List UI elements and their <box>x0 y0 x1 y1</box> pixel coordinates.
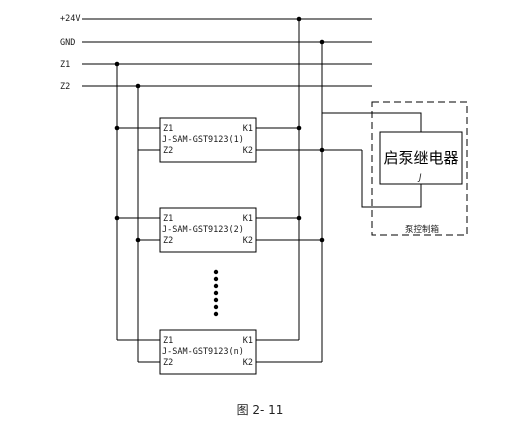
bus-label-z1: Z1 <box>60 60 70 70</box>
k2-to-relay-wire <box>361 150 422 208</box>
module-n-k2: K2 <box>243 358 253 368</box>
module-2-k1: K1 <box>243 214 253 224</box>
module-1-box <box>159 117 257 163</box>
module-1-model: J-SAM-GST9123(1) <box>162 135 244 145</box>
module-n-k1: K1 <box>243 336 253 346</box>
module-1-k2: K2 <box>243 146 253 156</box>
continuation-dots <box>213 269 219 317</box>
module-2-model: J-SAM-GST9123(2) <box>162 225 244 235</box>
module-1-z1: Z1 <box>163 124 173 134</box>
module-2-z2: Z2 <box>163 236 173 246</box>
relay-contact-label: J <box>417 173 422 183</box>
module-2: Z1 K1 J-SAM-GST9123(2) Z2 K2 <box>159 207 257 253</box>
module-1: Z1 K1 J-SAM-GST9123(1) Z2 K2 <box>159 117 257 163</box>
module-2-k2: K2 <box>243 236 253 246</box>
module-n-box <box>159 329 257 375</box>
module-2-z1: Z1 <box>163 214 173 224</box>
risers <box>116 19 323 362</box>
cabinet-label: 泵控制箱 <box>405 224 440 235</box>
module-n-model: J-SAM-GST9123(n) <box>162 347 244 357</box>
bus-lines <box>82 18 372 87</box>
relay-label: 启泵继电器 <box>383 149 458 167</box>
module-taps <box>117 127 362 363</box>
module-n-z1: Z1 <box>163 336 173 346</box>
module-2-box <box>159 207 257 253</box>
cabinet-wiring <box>321 42 422 208</box>
gnd-to-relay-wire <box>321 42 422 132</box>
module-1-z2: Z2 <box>163 146 173 156</box>
bus-label-z2: Z2 <box>60 82 70 92</box>
module-n-z2: Z2 <box>163 358 173 368</box>
pump-control-cabinet <box>371 101 468 236</box>
bus-label-24v: +24V <box>60 14 80 24</box>
figure-caption: 图 2- 11 <box>237 403 284 417</box>
module-1-k1: K1 <box>243 124 253 134</box>
bus-label-gnd: GND <box>60 38 75 48</box>
module-n: Z1 K1 J-SAM-GST9123(n) Z2 K2 <box>159 329 257 375</box>
